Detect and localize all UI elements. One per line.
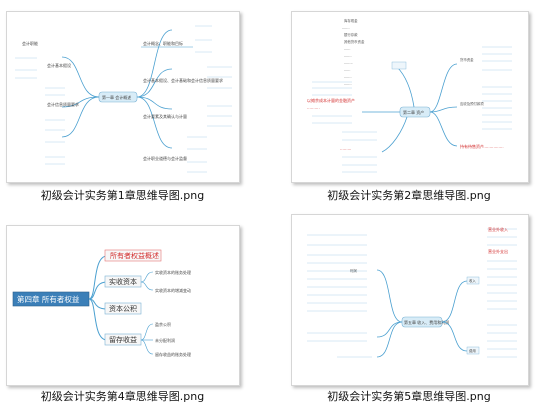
svg-text:.......: ....... [344, 82, 352, 86]
branch-node: 利润 [350, 268, 357, 273]
svg-text:.......: ....... [344, 54, 352, 58]
mindmap-preview-3: 第四章 所有者权益 所有者权益概述 实收资本 资本公积 留存收益 实收资本的账务… [7, 226, 239, 385]
sub-node: 未分配利润 [155, 337, 175, 343]
sub-node: 盈余公积 [155, 321, 171, 327]
svg-text:......: ...... [344, 47, 350, 51]
left-node: 会计基本假设 [47, 62, 71, 68]
left-node: 银行存款 [344, 32, 358, 37]
red-node: 以摊余成本计量的金融资产 [307, 97, 355, 103]
thumbnail-tile-1[interactable]: 第一章 会计概述 会计概念、职能和目标 会计基本假设、会计基础和会计信息质量要求… [0, 0, 273, 203]
thumbnail-tile-3[interactable]: 第四章 所有者权益 所有者权益概述 实收资本 资本公积 留存收益 实收资本的账务… [0, 203, 273, 406]
branch-node: 所有者权益概述 [110, 251, 159, 260]
sub-node: 实收资本的账务处理 [155, 269, 191, 275]
branch-node: 收入 [469, 278, 476, 283]
central-node: 第一章 会计概述 [102, 94, 131, 100]
thumbnail-caption-3[interactable]: 初级会计实务第4章思维导图.png [40, 390, 205, 403]
branch-node: 实收资本 [109, 277, 137, 286]
svg-text:......: ...... [344, 68, 350, 72]
central-node: 第二章 资产 [403, 109, 424, 115]
svg-text:.................: ................. [482, 144, 504, 149]
right-node: 应收及预付款项 [460, 101, 484, 106]
mindmap-preview-1: 第一章 会计概述 会计概念、职能和目标 会计基本假设、会计基础和会计信息质量要求… [7, 12, 239, 182]
thumbnail-image-3[interactable]: 第四章 所有者权益 所有者权益概述 实收资本 资本公积 留存收益 实收资本的账务… [6, 225, 240, 386]
mindmap-preview-4: 第五章 收入、费用和利润 收入 费用 营业外收入 营业外支出 利润 [292, 215, 528, 385]
branch-node: 费用 [469, 348, 476, 353]
right-node: 会计职业道德与会计监督 [143, 155, 187, 161]
right-node: 会计要素及其确认与计量 [143, 113, 187, 119]
sub-node: 留存收益的账务处理 [155, 351, 191, 357]
right-node: 会计基本假设、会计基础和会计信息质量要求 [143, 77, 223, 83]
svg-text:..........: .......... [307, 105, 320, 110]
svg-text:........: ........ [344, 61, 353, 65]
thumbnail-tile-4[interactable]: 第五章 收入、费用和利润 收入 费用 营业外收入 营业外支出 利润 [273, 203, 546, 406]
svg-text:.......: ....... [342, 26, 350, 30]
red-node: 持有待售资产 [460, 143, 484, 149]
mindmap-preview-2: 第二章 资产 库存现金 ....... 银行存款 其他货币资金 ...... .… [292, 12, 528, 182]
thumbnail-image-1[interactable]: 第一章 会计概述 会计概念、职能和目标 会计基本假设、会计基础和会计信息质量要求… [6, 11, 240, 183]
sub-node: 实收资本的增减变动 [155, 287, 191, 293]
right-node: 会计概念、职能和目标 [143, 40, 183, 46]
thumbnail-tile-2[interactable]: 第二章 资产 库存现金 ....... 银行存款 其他货币资金 ...... .… [273, 0, 546, 203]
thumbnail-image-4[interactable]: 第五章 收入、费用和利润 收入 费用 营业外收入 营业外支出 利润 [291, 214, 529, 386]
branch-node: 留存收益 [109, 335, 137, 344]
left-node: 会计职能 [22, 40, 38, 46]
central-node: 第四章 所有者权益 [17, 294, 80, 304]
svg-text:.........: ......... [340, 146, 351, 151]
red-node: 营业外支出 [488, 248, 508, 254]
thumbnail-image-2[interactable]: 第二章 资产 库存现金 ....... 银行存款 其他货币资金 ...... .… [291, 11, 529, 183]
thumbnail-caption-2[interactable]: 初级会计实务第2章思维导图.png [327, 189, 491, 202]
left-node: 其他货币资金 [344, 39, 365, 44]
branch-node: 资本公积 [109, 304, 137, 313]
right-node: 货币资金 [460, 57, 474, 62]
central-node: 第五章 收入、费用和利润 [404, 319, 449, 325]
left-node: 会计信息质量要求 [47, 101, 79, 107]
thumbnail-caption-4[interactable]: 初级会计实务第5章思维导图.png [327, 390, 491, 403]
svg-text:.......: ....... [344, 75, 352, 79]
left-node: 库存现金 [344, 18, 358, 23]
thumbnail-caption-1[interactable]: 初级会计实务第1章思维导图.png [40, 189, 205, 202]
red-node: 营业外收入 [488, 226, 508, 232]
